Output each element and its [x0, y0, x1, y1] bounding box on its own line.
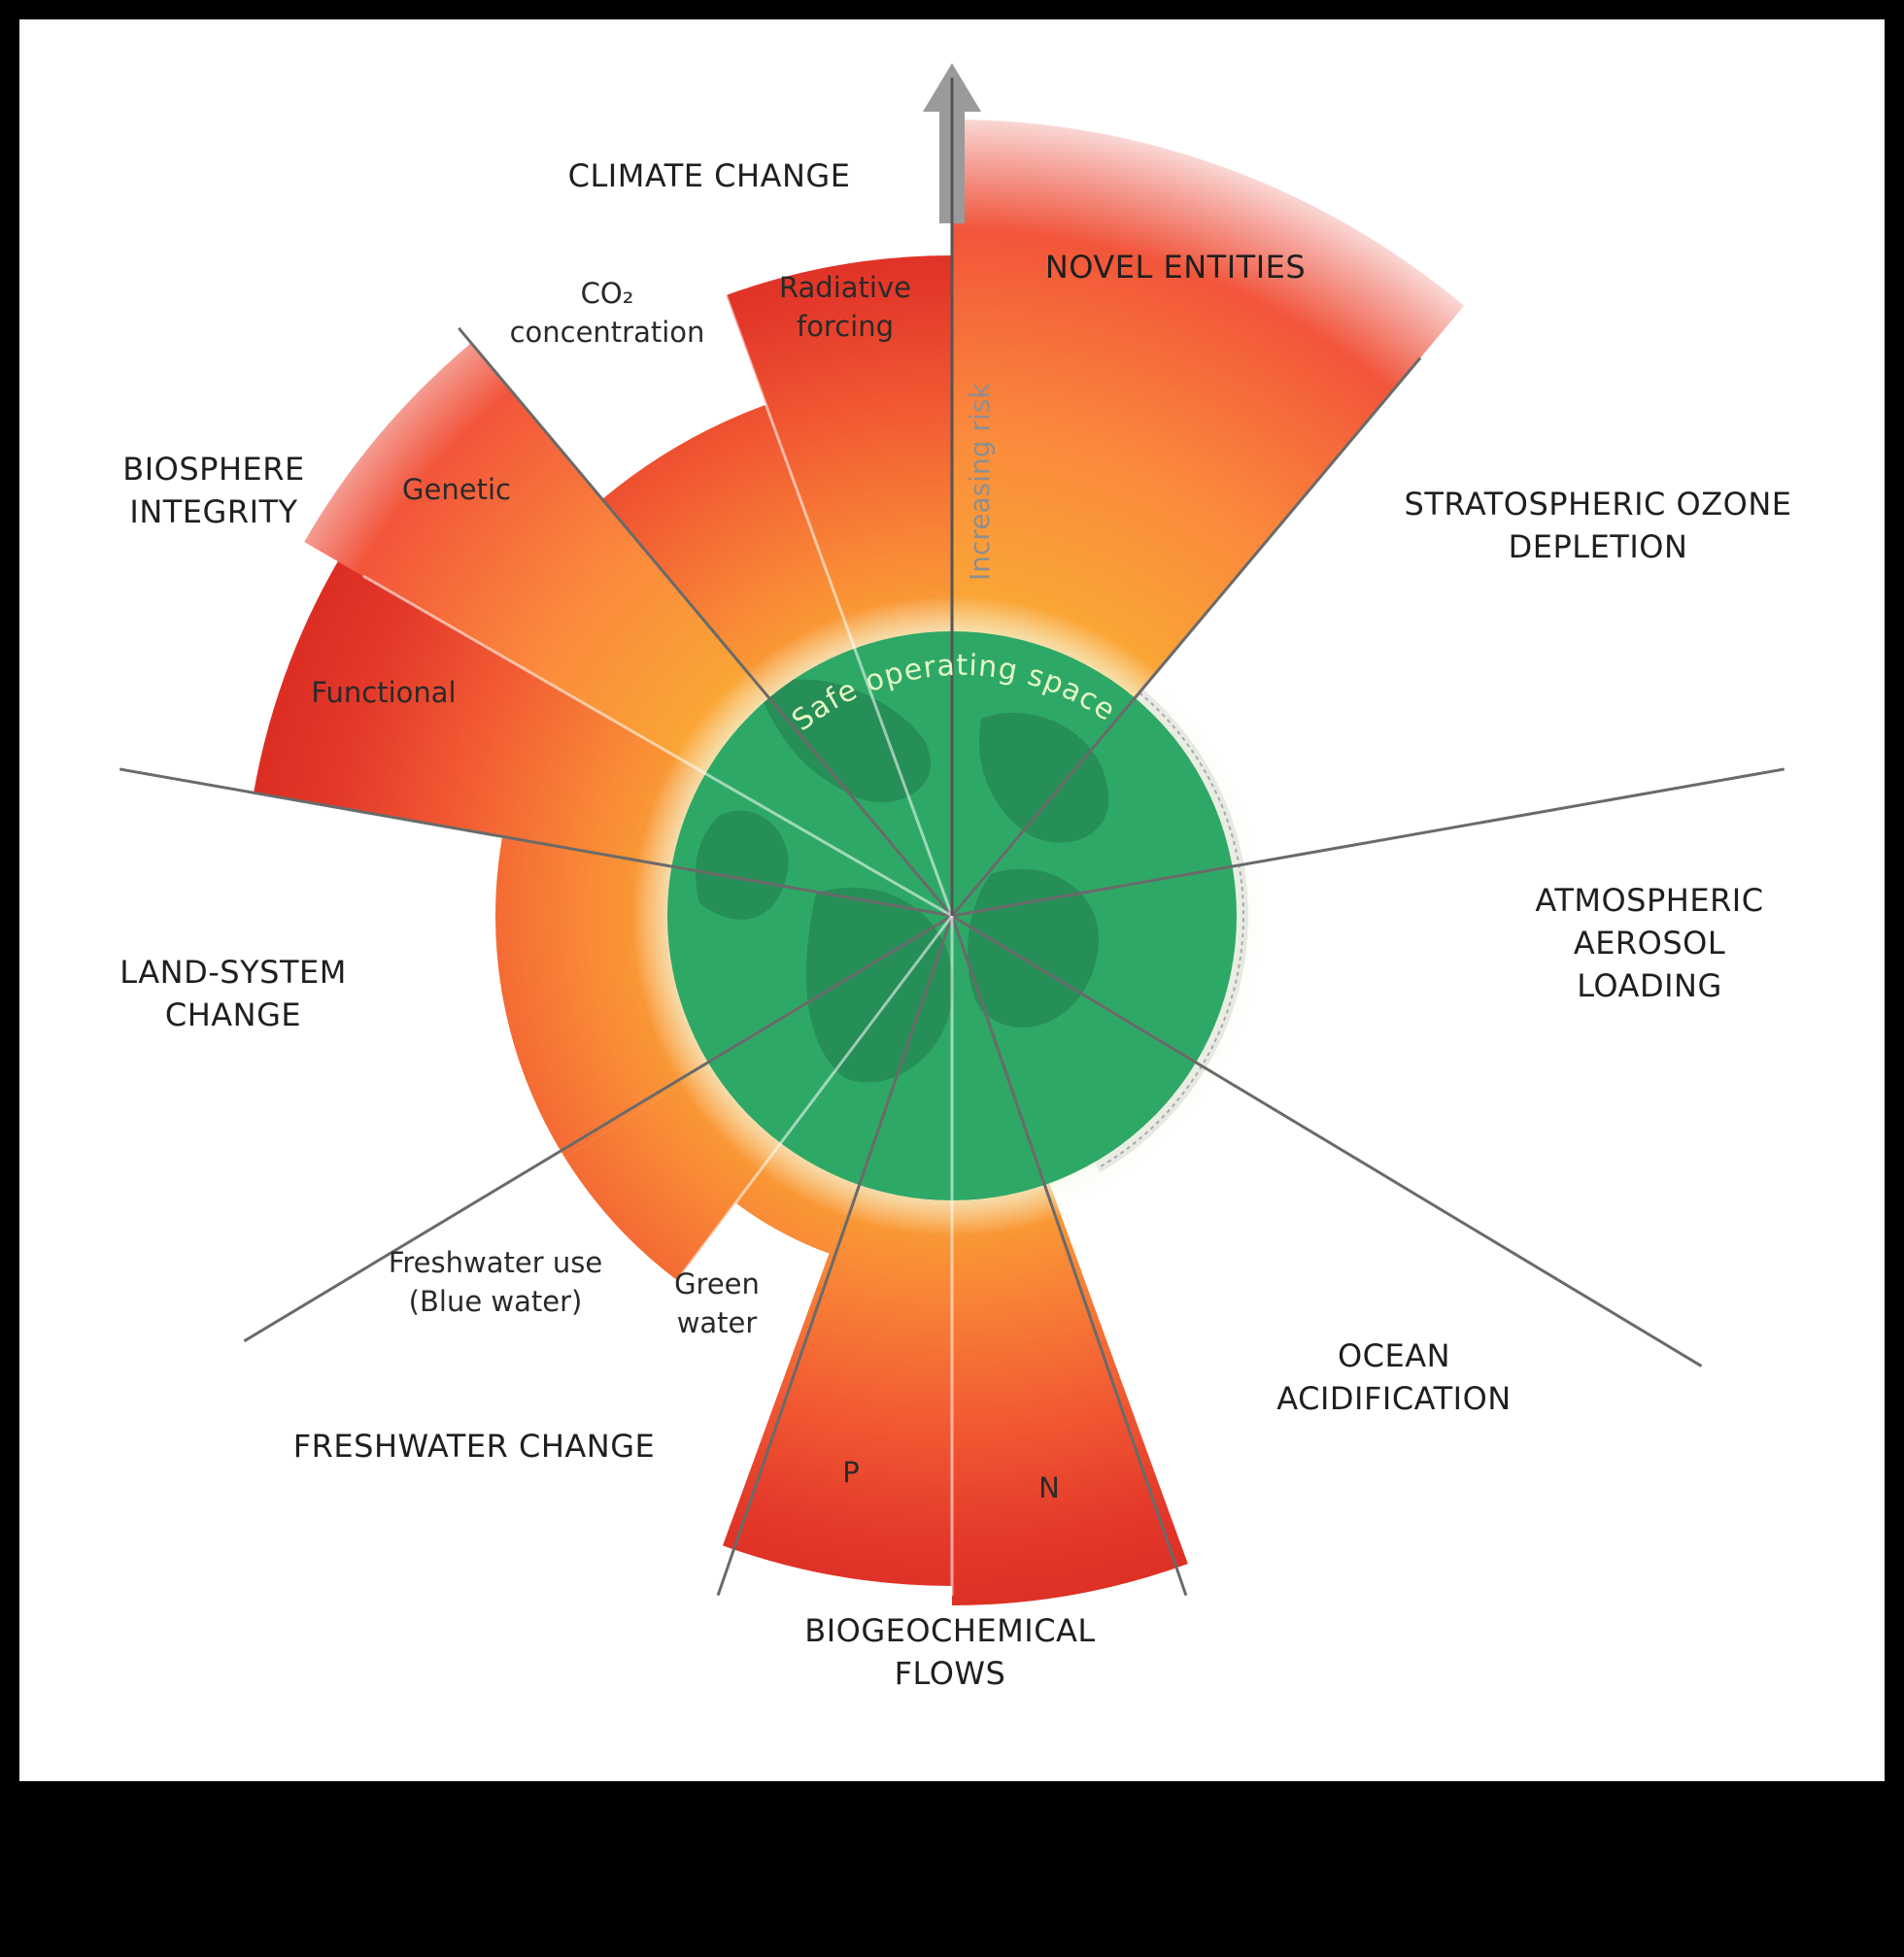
label-climate-change-line: CLIMATE CHANGE: [568, 157, 851, 194]
label-stratospheric-ozone-depletion-line: STRATOSPHERIC OZONE: [1405, 486, 1792, 523]
label-stratospheric-ozone-depletion-line: DEPLETION: [1509, 528, 1688, 565]
sublabel-genetic-line: Genetic: [402, 473, 511, 506]
sublabel-p-line: P: [842, 1456, 860, 1489]
sector-separators: [119, 276, 1785, 1597]
sublabel-functional: Functional: [311, 676, 456, 709]
sublabel-genetic: Genetic: [402, 473, 511, 506]
sublabel-radiative-forcing: Radiative forcing: [779, 271, 911, 343]
sublabel-freshwater-use-blue-water: Freshwater use (Blue water): [389, 1246, 602, 1318]
label-stratospheric-ozone-depletion: STRATOSPHERIC OZONE DEPLETION: [1405, 486, 1792, 565]
sub-divider-1: [718, 276, 954, 917]
label-land-system-change-line: CHANGE: [165, 996, 301, 1033]
sublabel-radiative-forcing-line: Radiative: [779, 271, 911, 304]
separator-line-3: [951, 914, 1703, 1367]
label-biosphere-integrity-line: INTEGRITY: [129, 493, 297, 530]
label-land-system-change: LAND-SYSTEM CHANGE: [119, 954, 347, 1033]
label-biosphere-integrity-line: BIOSPHERE: [122, 451, 304, 488]
label-atmospheric-aerosol-loading-line: ATMOSPHERIC: [1535, 882, 1763, 919]
label-biosphere-integrity: BIOSPHERE INTEGRITY: [122, 451, 304, 530]
sublabel-n-line: N: [1038, 1471, 1060, 1504]
planetary-boundaries-diagram: Increasing risk Safe operating space CLI…: [119, 63, 1791, 1692]
separator-line-1: [950, 356, 1422, 917]
sublabel-co2-concentration-line: concentration: [510, 316, 705, 349]
separator-line-5: [716, 915, 954, 1597]
diagram-panel: Increasing risk Safe operating space CLI…: [19, 19, 1885, 1781]
separator-line-7: [119, 767, 953, 918]
sublabel-green-water-line: water: [677, 1306, 758, 1339]
label-novel-entities: NOVEL ENTITIES: [1045, 249, 1306, 286]
sublabel-co2-concentration: CO₂ concentration: [510, 277, 705, 349]
axis-label: Increasing risk: [964, 383, 996, 581]
label-ocean-acidification-line: ACIDIFICATION: [1276, 1380, 1511, 1417]
sub-divider-3: [541, 915, 954, 1460]
label-biogeochemical-flows-line: BIOGEOCHEMICAL: [804, 1612, 1096, 1649]
sublabel-n: N: [1038, 1471, 1060, 1504]
separator-line-2: [951, 767, 1785, 918]
label-novel-entities-line: NOVEL ENTITIES: [1045, 249, 1306, 286]
label-atmospheric-aerosol-loading-line: AEROSOL: [1574, 925, 1725, 962]
label-land-system-change-line: LAND-SYSTEM: [119, 954, 347, 991]
label-biogeochemical-flows: BIOGEOCHEMICAL FLOWS: [804, 1612, 1096, 1692]
sublabel-p: P: [842, 1456, 860, 1489]
sublabel-functional-line: Functional: [311, 676, 456, 709]
sublabel-freshwater-use-blue-water-line: Freshwater use: [389, 1246, 602, 1279]
label-atmospheric-aerosol-loading-line: LOADING: [1577, 967, 1722, 1004]
boundary-labels: CLIMATE CHANGE CO₂ concentration Radiative f…: [119, 157, 1791, 1692]
separator-line-8: [458, 326, 954, 917]
label-atmospheric-aerosol-loading: ATMOSPHERIC AEROSOL LOADING: [1535, 882, 1763, 1004]
label-freshwater-change-line: FRESHWATER CHANGE: [293, 1428, 655, 1465]
sublabel-green-water-line: Green: [674, 1267, 760, 1300]
sublabel-freshwater-use-blue-water-line: (Blue water): [409, 1285, 583, 1318]
label-ocean-acidification-line: OCEAN: [1338, 1337, 1450, 1374]
increasing-risk-axis: Increasing risk: [923, 63, 996, 916]
sublabel-radiative-forcing-line: forcing: [797, 310, 894, 343]
sub-divider-2: [362, 574, 953, 918]
globe-outline: [1097, 692, 1244, 1169]
separator-line-4: [950, 915, 1188, 1597]
sublabel-co2-concentration-line: CO₂: [581, 277, 634, 310]
sublabel-green-water: Green water: [674, 1267, 760, 1339]
label-biogeochemical-flows-line: FLOWS: [895, 1655, 1006, 1692]
label-ocean-acidification: OCEAN ACIDIFICATION: [1276, 1337, 1511, 1417]
label-climate-change: CLIMATE CHANGE: [568, 157, 851, 194]
label-freshwater-change: FRESHWATER CHANGE: [293, 1428, 655, 1465]
separator-line-6: [243, 914, 953, 1343]
